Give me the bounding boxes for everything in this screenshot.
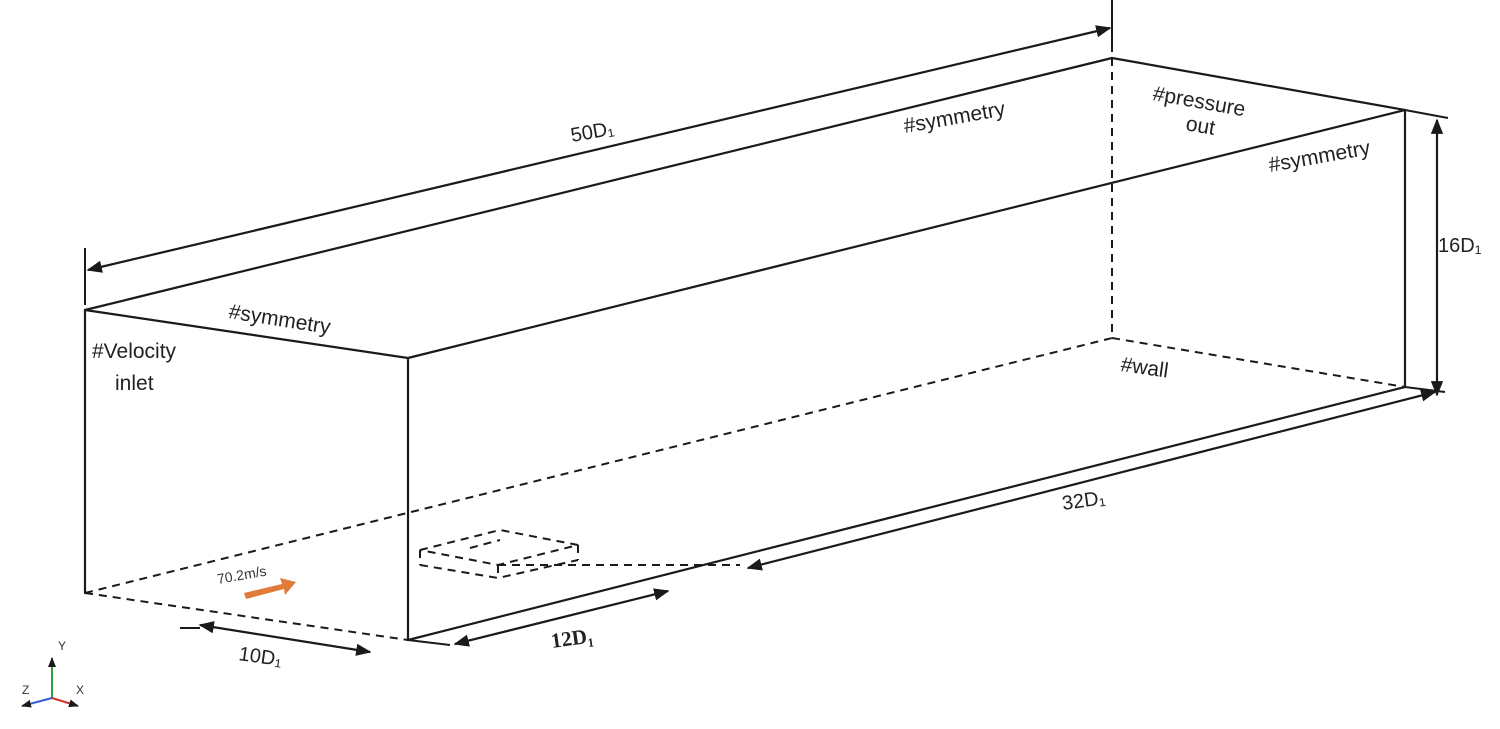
dimension-labels: 50D₁ 16D₁ 32D₁ 10D₁ 12D₁ — [237, 118, 1481, 671]
edge-bottom-back — [84, 337, 1113, 594]
dim-12-line — [453, 588, 670, 647]
dimension-lines — [84, 0, 1449, 656]
dim-32-line — [746, 389, 1437, 571]
axis-triad: Y X Z — [21, 639, 84, 708]
dim-50-line — [86, 25, 1112, 273]
edge-bottom-front — [406, 385, 1407, 642]
obstacle-model — [419, 528, 740, 580]
dim-32-label: 32D₁ — [1061, 487, 1107, 515]
dim-16-label: 16D₁ — [1438, 235, 1482, 257]
edge-front-top — [83, 308, 410, 360]
z-axis-icon — [21, 697, 53, 708]
obstacle-top — [419, 528, 579, 567]
velocity-inlet-label: #Velocity — [92, 340, 177, 363]
edge-top-back — [83, 56, 1114, 312]
obstacle-detail — [469, 539, 501, 549]
edge-back-bottom — [1111, 337, 1406, 388]
dim-16-tick-bottom — [1404, 386, 1446, 393]
box-hidden-edges — [84, 58, 1406, 641]
flow-arrow-icon — [244, 578, 296, 599]
y-axis-label: Y — [58, 639, 66, 653]
symmetry-right-label: #symmetry — [1267, 136, 1373, 177]
edge-top-front — [406, 108, 1407, 360]
wall-label: #wall — [1119, 353, 1170, 382]
boundary-labels: #Velocity inlet #symmetry #symmetry #sym… — [92, 82, 1372, 395]
dim-10-line — [198, 621, 372, 656]
symmetry-top-label: #symmetry — [902, 97, 1008, 138]
x-axis-label: X — [76, 683, 84, 697]
dim-16-tick-top — [1404, 109, 1449, 119]
z-axis-label: Z — [22, 683, 29, 697]
edge-back-top — [1110, 56, 1407, 112]
dim-10-label: 10D₁ — [237, 643, 283, 671]
velocity-inlet-label-line2: inlet — [115, 372, 154, 395]
dim-12-label: 12D₁ — [549, 623, 594, 653]
dim-50-label: 50D₁ — [569, 118, 616, 147]
flow-speed-label: 70.2m/s — [216, 563, 268, 587]
box-solid-edges — [83, 56, 1407, 642]
dim-12-tick — [407, 639, 451, 646]
flow-indicator: 70.2m/s — [216, 563, 296, 599]
pressure-out-label-line2: out — [1184, 112, 1217, 140]
obstacle-base — [419, 559, 579, 580]
x-axis-icon — [51, 697, 79, 708]
